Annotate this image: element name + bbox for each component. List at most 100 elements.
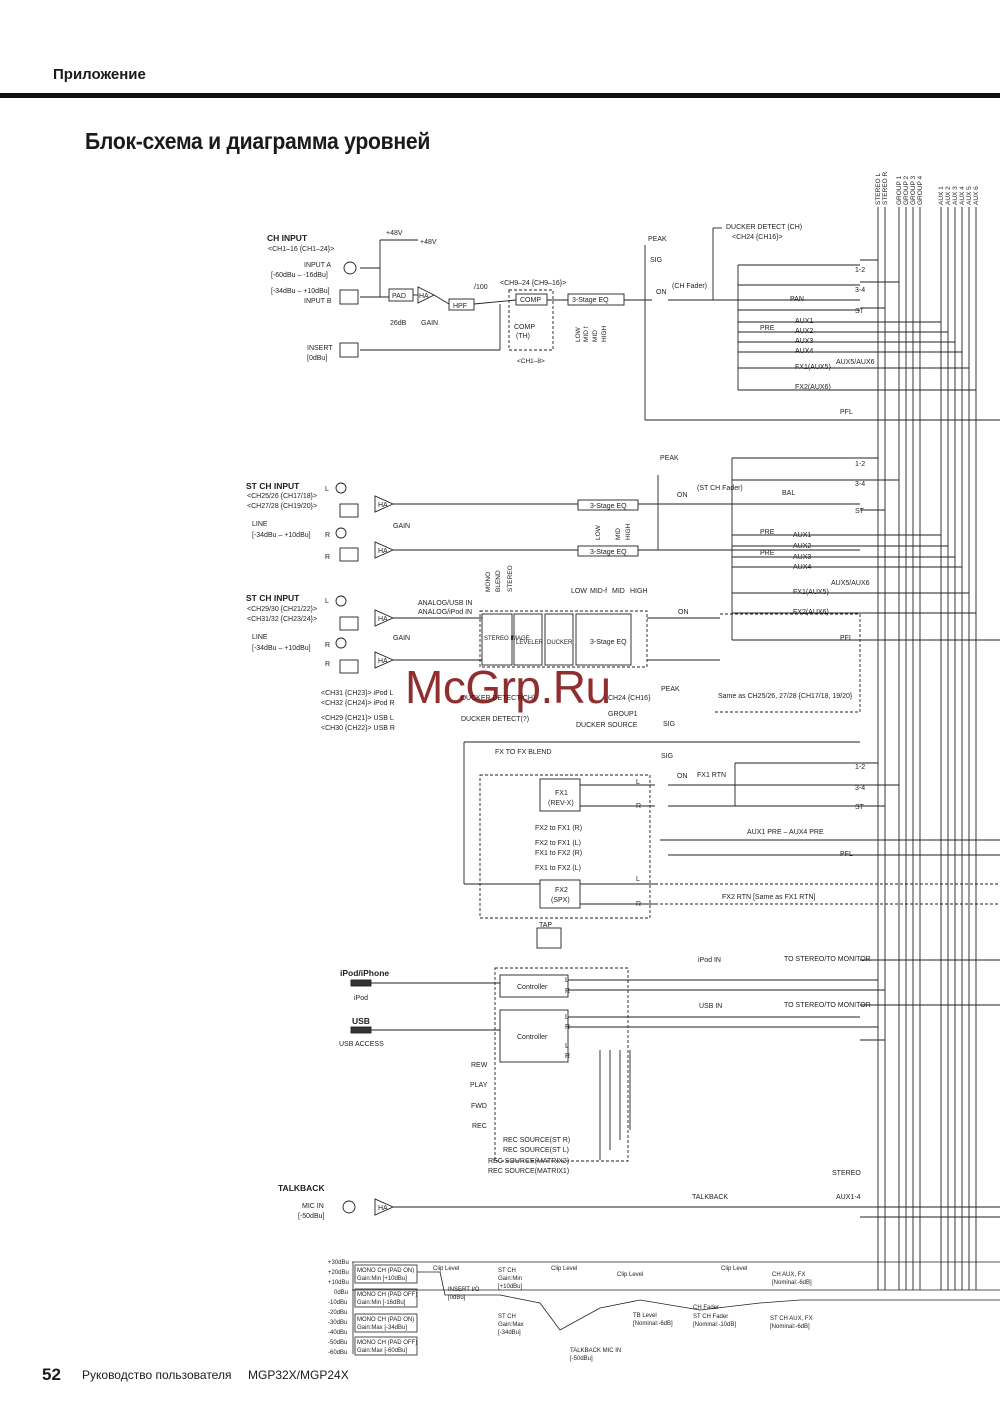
bus-label: AUX 2 [945, 186, 952, 205]
ha-label: HA [419, 293, 429, 300]
eq-band: LOW [571, 588, 587, 595]
rec-source-label: REC SOURCE(MATRIX2) [488, 1158, 569, 1165]
gain-label: GAIN [393, 523, 410, 530]
fx-cross-label: FX1 to FX2 (L) [535, 865, 581, 872]
bus-label: AUX 4 [959, 186, 966, 205]
fx1-label: FX1 [555, 790, 568, 797]
ipod-title: iPod/iPhone [340, 968, 389, 978]
rec-label: REC [472, 1123, 487, 1130]
l-label-2: L [565, 1014, 569, 1021]
st-ch-max: Gain:Max [498, 1322, 524, 1328]
mode-label: BLEND [495, 570, 502, 592]
bus-label: GROUP 4 [917, 175, 924, 205]
ch-fader-value: [Nominal:-10dB] [693, 1322, 736, 1328]
eq-label: 3-Stage EQ [590, 639, 627, 646]
on-label: ON [656, 289, 667, 296]
level-scale: -20dBu [328, 1310, 347, 1316]
aux-label: AUX2 [795, 328, 813, 335]
ch-input-section: CH INPUT <CH1–16 {CH1–24}> +48V +48V INP… [267, 224, 1000, 421]
route-label: 3-4 [855, 287, 865, 294]
bus-label: AUX 6 [973, 186, 980, 205]
r-label: R [636, 803, 641, 810]
phantom-label-2: +48V [420, 239, 437, 246]
fader-label: (CH Fader) [672, 283, 707, 290]
footer-guide: Руководство пользователя [82, 1368, 232, 1382]
input-b-range: [-34dBu – +10dBu] [271, 288, 330, 295]
eq-label: 3-Stage EQ [590, 503, 627, 510]
aux56-label: AUX5/AUX6 [831, 580, 870, 587]
on-label: ON [677, 492, 688, 499]
gain-label: GAIN [393, 635, 410, 642]
level-box-line: MONO CH (PAD OFF) [357, 1340, 417, 1346]
page-number: 52 [42, 1365, 61, 1384]
pre-label: PRE [760, 325, 775, 332]
controller-label-2: Controller [517, 1034, 548, 1041]
route-label: 1-2 [855, 267, 865, 274]
st-ch-input-1-section: ST CH INPUT <CH25/26 {CH17/18}> <CH27/28… [246, 455, 1000, 642]
tb-level-value: [Nominal:-6dB] [633, 1321, 673, 1327]
eq-band: MID-f [590, 588, 607, 595]
eq-band: MID [612, 588, 625, 595]
level-box-line: MONO CH (PAD ON) [357, 1317, 414, 1323]
phantom-label: +48V [386, 230, 403, 237]
l-label: L [565, 977, 569, 984]
route-label: 1-2 [855, 461, 865, 468]
r-label-2: R [325, 661, 330, 668]
ha-label: HA [378, 1205, 388, 1212]
ch-sub: <CH1–8> [517, 358, 545, 365]
r-label-2: R [636, 901, 641, 908]
ipod-l-label: <CH31 {CH23}> iPod L [321, 690, 393, 697]
ducker-detect-2: DUCKER DETECT(?) [461, 716, 529, 723]
peak-label: PEAK [648, 236, 667, 243]
l-label: L [325, 486, 329, 493]
section-label: Приложение [53, 66, 146, 83]
analog-usb-label: ANALOG/USB IN [418, 600, 472, 607]
usb-in-label: USB IN [699, 1003, 722, 1010]
level-scale: +30dBu [328, 1260, 349, 1266]
aux-label: AUX1 [793, 532, 811, 539]
r-label-2: R [325, 554, 330, 561]
st-ch-min: ST CH [498, 1268, 516, 1274]
ipod-usb-section: iPod/iPhone iPod USB USB ACCESS Controll… [339, 956, 1000, 1175]
on-label: ON [677, 773, 688, 780]
aux-label: AUX4 [795, 348, 813, 355]
ipod-label: iPod [354, 995, 368, 1002]
input-b-label: INPUT B [304, 298, 332, 305]
comp-channels: <CH9–24 {CH9–16}> [500, 280, 566, 287]
st-ch-min: [+10dBu] [498, 1284, 523, 1290]
st-ch-a: <CH25/26 {CH17/18}> [247, 493, 317, 500]
fx-section: FX TO FX BLEND FX1 (REV-X) FX2 (SPX) FX2… [463, 741, 1000, 949]
same-as-label: Same as CH25/26, 27/28 {CH17/18, 19/20} [718, 693, 853, 700]
st-ch-input-2-section: ST CH INPUT <CH29/30 {CH21/22}> <CH31/32… [246, 565, 861, 732]
r-label: R [325, 532, 330, 539]
fx2-rtn-label: FX2 RTN [Same as FX1 RTN] [722, 894, 816, 901]
sig-label: SIG [650, 257, 662, 264]
st-ch-min: Gain:Min [498, 1276, 522, 1282]
line-label: LINE [252, 634, 268, 641]
eq-band: HIGH [601, 325, 608, 342]
comp-label: COMP [520, 297, 541, 304]
level-box-line: Gain:Min [-16dBu] [357, 1300, 406, 1306]
fader-label: (ST CH Fader) [697, 485, 743, 492]
leveler-label: LEVELER [516, 640, 544, 646]
aux-label: AUX1 [795, 318, 813, 325]
analog-ipod-label: ANALOG/iPod IN [418, 609, 472, 616]
aux-label: AUX4 [793, 564, 811, 571]
pfl-label: PFL [840, 409, 853, 416]
rec-source-label: REC SOURCE(MATRIX1) [488, 1168, 569, 1175]
stereo-label: STEREO [832, 1170, 861, 1177]
hpf-value: /100 [474, 284, 488, 291]
fx-cross-label: FX2 to FX1 (L) [535, 840, 581, 847]
route-label: ST [855, 308, 865, 315]
eq-label: 3-Stage EQ [572, 297, 609, 304]
l-label: L [325, 598, 329, 605]
ch-aux-fx-value: [Nominal:-6dB] [772, 1280, 812, 1286]
mic-in-level: [-50dBu] [298, 1213, 325, 1220]
fx-blend-label: FX TO FX BLEND [495, 749, 552, 756]
l-label-3: L [565, 1043, 569, 1050]
st-ch-b: <CH27/28 {CH19/20}> [247, 503, 317, 510]
eq-band: MID f [583, 326, 590, 342]
aux56-label: AUX5/AUX6 [836, 359, 875, 366]
level-scale: -40dBu [328, 1330, 347, 1336]
pfl-label: PFL [840, 851, 853, 858]
